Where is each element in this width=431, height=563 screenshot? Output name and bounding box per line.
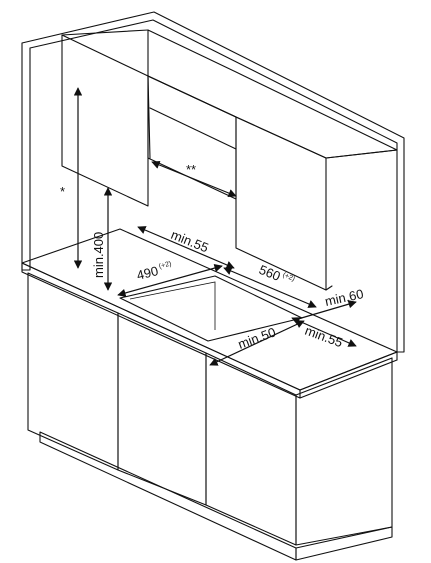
depth-490-tolerance: (+2) (158, 261, 172, 271)
counter-top (21, 228, 398, 399)
upper-cabinet-left (61, 29, 149, 207)
depth-490-value: 490 (135, 263, 160, 283)
width-560-value: 560 (257, 262, 283, 284)
width-560-dimension: 560(+2) (223, 262, 317, 308)
min400-dimension: min.400 (91, 187, 113, 291)
upper-cabinet-right (147, 29, 398, 291)
min55-side-label: min.55 (303, 323, 345, 350)
upper-cabinet-middle (147, 75, 237, 200)
hood-clearance-label: ** (186, 162, 196, 177)
min55-side-dimension: min.55 (291, 317, 357, 350)
min55-top-label: min.55 (169, 227, 211, 256)
upper-cabinet-height-dimension: * (60, 87, 83, 269)
width-560-tolerance: (+2) (281, 272, 295, 283)
width-560-label: 560(+2) (257, 262, 296, 290)
base-cabinets (27, 272, 393, 561)
upper-cabinet-height-label: * (60, 184, 65, 199)
min50-dimension: min.50 (209, 320, 305, 366)
depth-490-label: 490(+2) (135, 260, 174, 283)
min55-top-dimension: min.55 (137, 226, 235, 269)
min60-dimension: min.60 (297, 286, 365, 320)
min400-label: min.400 (91, 232, 106, 278)
min50-label: min.50 (236, 324, 278, 351)
hood-clearance-dimension: ** (151, 160, 237, 198)
back-wall (21, 11, 405, 353)
depth-490-dimension: 490(+2) (117, 260, 223, 298)
